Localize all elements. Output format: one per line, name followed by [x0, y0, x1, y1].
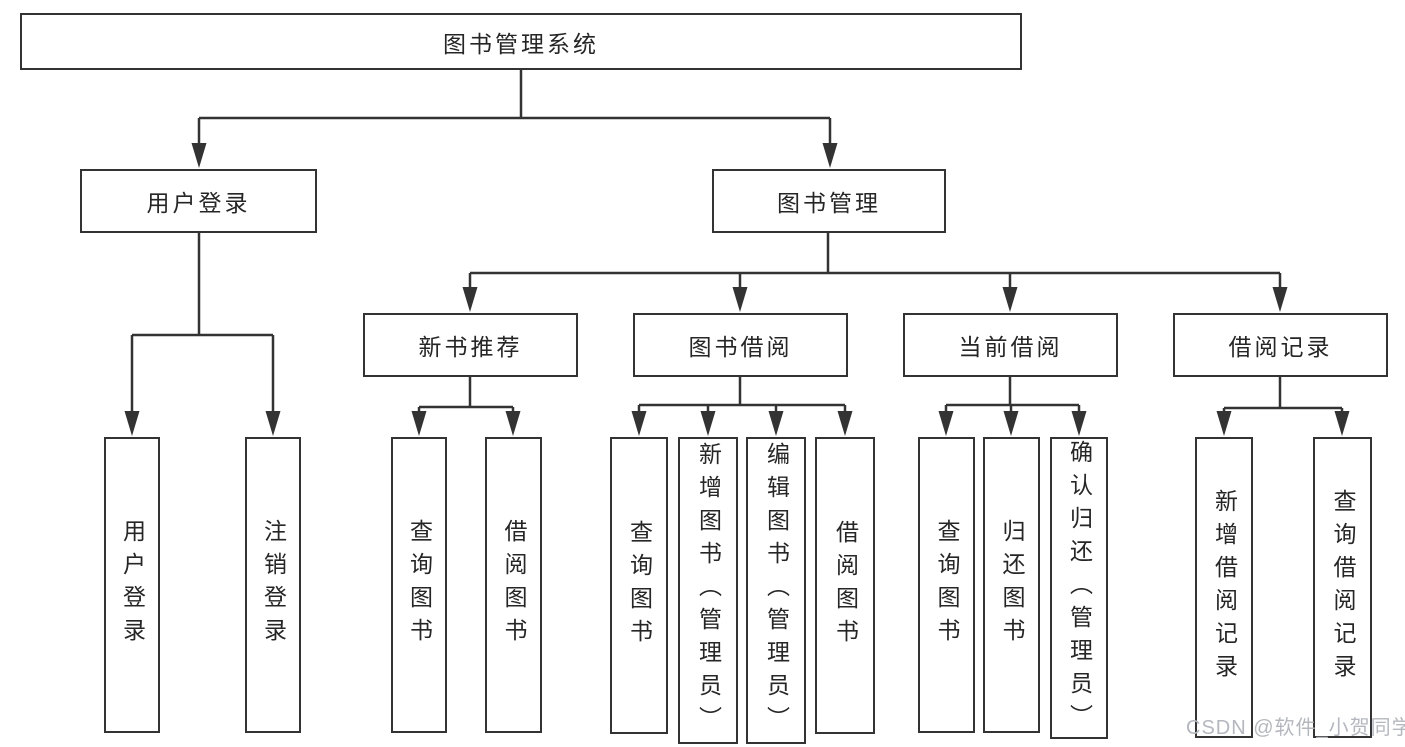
node-book-management-label: 图书管理 [777, 190, 881, 216]
node-leaf-add-borrow-record: 新增借阅记录 [1195, 437, 1253, 738]
node-borrowing-records-label: 借阅记录 [1228, 334, 1333, 360]
node-leaf-add-books-label: 新增图书（管理员） [695, 442, 722, 739]
connector-book-management-children [468, 233, 1282, 290]
arrowhead [822, 143, 838, 168]
node-new-book-recommend: 新书推荐 [363, 313, 578, 377]
arrowhead [768, 411, 784, 436]
node-leaf-borrow-books-2-label: 借阅图书 [832, 519, 859, 652]
arrowhead [1002, 287, 1018, 312]
node-leaf-borrow-books-1-label: 借阅图书 [501, 519, 527, 651]
arrowhead [732, 287, 748, 312]
node-leaf-logout: 注销登录 [245, 437, 301, 733]
node-book-management: 图书管理 [712, 169, 946, 233]
node-leaf-query-books-3-label: 查询图书 [934, 519, 960, 651]
arrowhead [1216, 411, 1232, 436]
node-leaf-query-books-1-label: 查询图书 [406, 519, 433, 651]
node-leaf-query-books-3: 查询图书 [918, 437, 975, 733]
node-leaf-borrow-books-2: 借阅图书 [815, 437, 875, 734]
node-leaf-user-login-label: 用户登录 [119, 519, 146, 651]
arrowhead [411, 411, 427, 436]
arrowhead [505, 411, 521, 436]
node-leaf-query-borrow-record: 查询借阅记录 [1313, 437, 1372, 738]
node-leaf-add-books: 新增图书（管理员） [678, 437, 738, 744]
arrowhead [124, 411, 140, 436]
connector-new-book-recommend-children [417, 377, 515, 414]
arrowhead [462, 287, 478, 312]
node-book-borrowing-label: 图书借阅 [688, 334, 793, 360]
node-user-login-label: 用户登录 [146, 190, 251, 216]
node-new-book-recommend-label: 新书推荐 [418, 334, 523, 360]
arrowhead [938, 411, 954, 436]
arrowhead [191, 143, 207, 168]
node-leaf-borrow-books-1: 借阅图书 [485, 437, 542, 733]
connector-current-borrowing-children [944, 377, 1081, 414]
arrowhead [265, 411, 281, 436]
node-leaf-logout-label: 注销登录 [260, 519, 287, 651]
node-leaf-confirm-return-label: 确认归还（管理员） [1066, 439, 1093, 737]
connector-user-login-children [130, 233, 275, 414]
node-leaf-query-borrow-record-label: 查询借阅记录 [1330, 488, 1356, 687]
node-root: 图书管理系统 [20, 13, 1022, 70]
node-root-label: 图书管理系统 [443, 30, 599, 57]
node-leaf-edit-books-label: 编辑图书（管理员） [763, 442, 790, 739]
arrowhead [1071, 411, 1087, 436]
node-current-borrowing-label: 当前借阅 [958, 334, 1063, 360]
connector-root-to-level2 [197, 70, 832, 146]
node-leaf-add-borrow-record-label: 新增借阅记录 [1211, 488, 1238, 687]
node-leaf-query-books-2: 查询图书 [610, 437, 668, 734]
node-leaf-return-books: 归还图书 [983, 437, 1040, 733]
arrowhead [1334, 411, 1350, 436]
watermark-text: CSDN @软件_小贺同学 [1186, 717, 1405, 739]
arrowhead [837, 411, 853, 436]
node-current-borrowing: 当前借阅 [903, 313, 1118, 377]
node-leaf-user-login: 用户登录 [104, 437, 160, 733]
arrowhead [631, 411, 647, 436]
node-leaf-query-books-1: 查询图书 [391, 437, 447, 733]
node-user-login: 用户登录 [80, 169, 317, 233]
arrowhead [700, 411, 716, 436]
node-borrowing-records: 借阅记录 [1173, 313, 1388, 377]
connector-book-borrowing-children [637, 377, 847, 414]
node-leaf-return-books-label: 归还图书 [999, 519, 1025, 651]
node-leaf-confirm-return: 确认归还（管理员） [1050, 437, 1108, 739]
node-leaf-edit-books: 编辑图书（管理员） [746, 437, 806, 744]
arrowhead [1272, 287, 1288, 312]
arrowhead [1003, 411, 1019, 436]
connector-borrowing-records-children [1222, 377, 1344, 414]
node-leaf-query-books-2-label: 查询图书 [626, 519, 653, 652]
node-book-borrowing: 图书借阅 [633, 313, 848, 377]
